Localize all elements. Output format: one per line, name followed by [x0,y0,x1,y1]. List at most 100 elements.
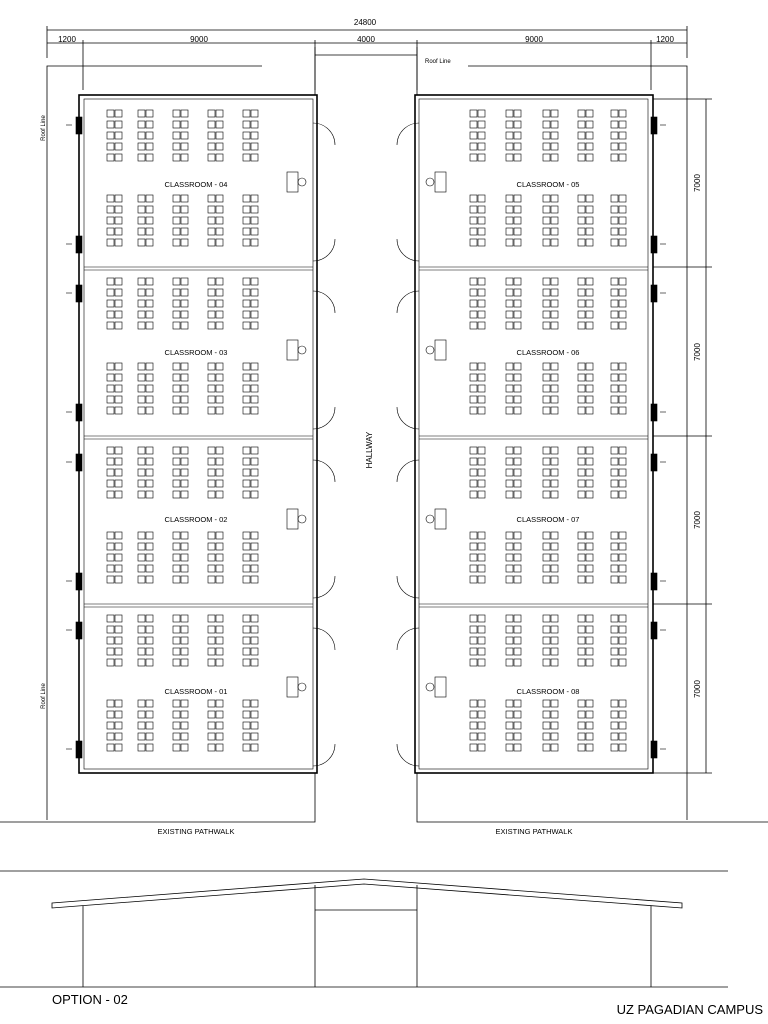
student-desk [585,288,594,297]
student-desk [207,277,216,286]
student-desk [172,142,181,151]
student-desk [610,625,619,634]
student-desk [215,575,224,584]
student-desk [172,194,181,203]
student-desk [137,575,146,584]
student-desk [618,373,627,382]
student-desk [145,362,154,371]
student-desk [145,647,154,656]
student-desk [618,299,627,308]
window [75,453,83,472]
student-desk [242,384,251,393]
student-desk [469,227,478,236]
student-desk [242,406,251,415]
student-desk [215,446,224,455]
student-desk [618,120,627,129]
student-desk [114,564,123,573]
student-desk [550,658,559,667]
student-desk [505,194,514,203]
student-desk [180,362,189,371]
student-desk [513,227,522,236]
room-label-06: CLASSROOM - 06 [517,348,580,357]
student-desk [114,238,123,247]
student-desk [106,406,115,415]
student-desk [513,120,522,129]
student-desk [242,564,251,573]
student-desk [106,216,115,225]
student-desk [505,710,514,719]
student-desk [242,310,251,319]
student-desk [577,131,586,140]
student-desk [542,721,551,730]
student-desk [577,142,586,151]
student-desk [172,406,181,415]
student-desk [250,625,259,634]
door-swing [312,406,336,430]
student-desk [250,658,259,667]
student-desk [577,636,586,645]
student-desk [513,553,522,562]
student-desk [610,384,619,393]
student-desk [542,395,551,404]
student-desk [618,614,627,623]
student-desk [106,542,115,551]
student-desk [250,288,259,297]
student-desk [137,457,146,466]
student-desk [207,153,216,162]
student-desk [242,721,251,730]
student-desk [207,384,216,393]
student-desk [550,384,559,393]
student-desk [145,288,154,297]
student-desk [550,490,559,499]
student-desk [114,310,123,319]
student-desk [469,743,478,752]
teacher-chair [297,177,307,187]
student-desk [550,625,559,634]
student-desk [550,142,559,151]
student-desk [207,109,216,118]
student-desk [618,625,627,634]
student-desk [577,299,586,308]
student-desk [513,395,522,404]
student-desk [145,406,154,415]
student-desk [207,743,216,752]
student-desk [542,614,551,623]
depth-dimension-4: 7000 [693,680,702,698]
student-desk [469,564,478,573]
student-desk [114,120,123,129]
student-desk [610,238,619,247]
student-desk [114,362,123,371]
student-desk [542,321,551,330]
student-desk [618,575,627,584]
student-desk [250,131,259,140]
student-desk [106,205,115,214]
student-desk [250,216,259,225]
student-desk [137,120,146,129]
student-desk [180,542,189,551]
student-desk [180,636,189,645]
student-desk [242,575,251,584]
student-desk [513,373,522,382]
student-desk [618,468,627,477]
student-desk [550,531,559,540]
student-desk [242,658,251,667]
student-desk [513,542,522,551]
student-desk [610,479,619,488]
student-desk [180,531,189,540]
student-desk [114,658,123,667]
teacher-chair [297,514,307,524]
student-desk [477,710,486,719]
room-label-08: CLASSROOM - 08 [517,687,580,696]
student-desk [250,479,259,488]
student-desk [207,699,216,708]
student-desk [469,479,478,488]
student-desk [477,120,486,129]
student-desk [550,299,559,308]
student-desk [477,194,486,203]
student-desk [513,468,522,477]
student-desk [577,743,586,752]
student-desk [250,699,259,708]
student-desk [145,625,154,634]
student-desk [610,288,619,297]
student-desk [250,238,259,247]
